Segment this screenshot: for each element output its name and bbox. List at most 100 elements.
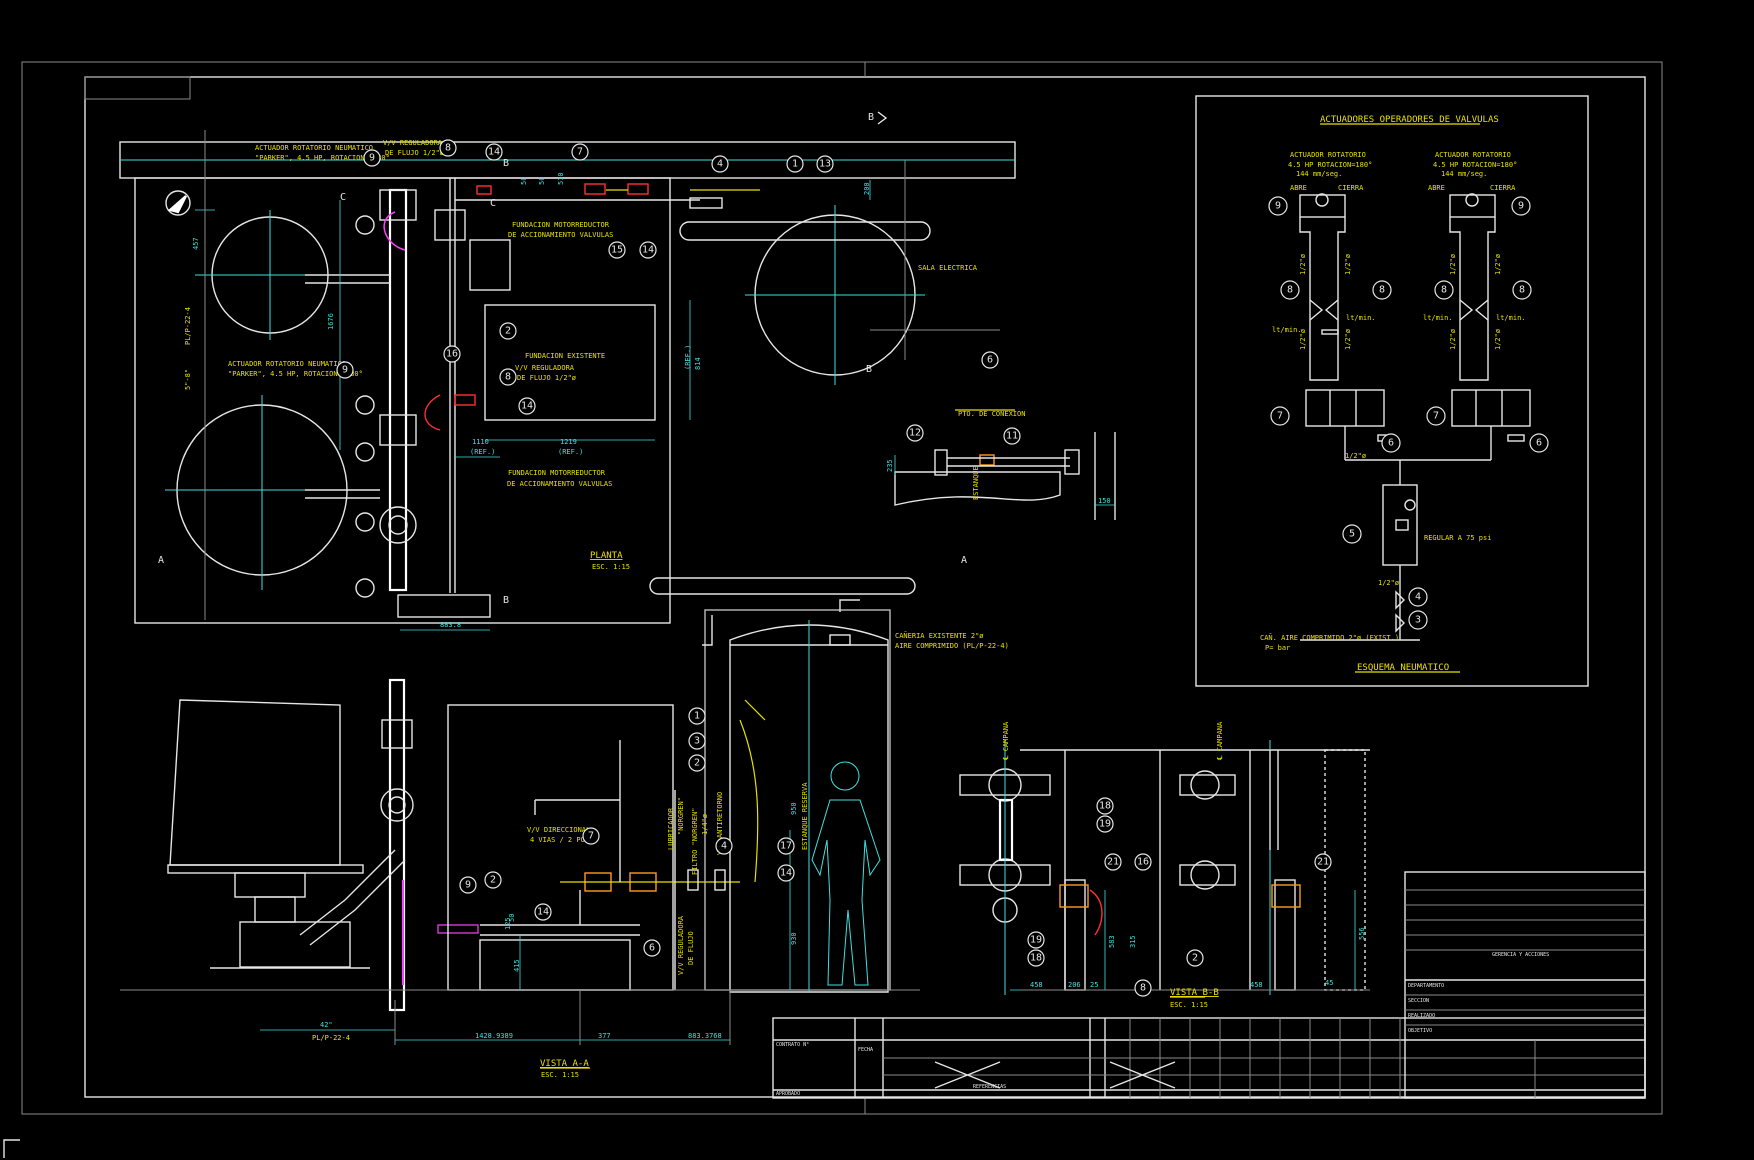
svg-text:3: 3 [1415,615,1421,626]
svg-text:9: 9 [465,880,471,891]
svg-text:14: 14 [488,147,500,158]
aa-dim-415: 415 [513,959,521,972]
filtro-1: FILTRO "NORGREN" [691,808,699,875]
flow-r1: lt/min. [1423,314,1453,322]
aa-dim-930: 930 [790,932,798,945]
vv-reg-top-2: DE FLUJO 1/2"ø [385,149,445,157]
dim-50a: 50 [520,177,528,185]
actuator-label-mid-2: "PARKER", 4.5 HP, ROTACION= 180° [228,370,363,378]
pipe-supply: 1/2"ø [1378,579,1400,587]
svg-text:6: 6 [987,355,993,366]
right-act-3: 144 mm/seg. [1441,170,1487,178]
balloon-aa-1: 1 [688,707,706,725]
right-cierra: CIERRA [1490,184,1516,192]
svg-text:8: 8 [1519,285,1525,296]
actuator-label-top-1: ACTUADOR ROTATORIO NEUMATICO [255,144,373,152]
balloon-16: 16 [443,345,461,363]
svg-text:8: 8 [505,372,511,383]
plan-view-labels: ACTUADOR ROTATORIO NEUMATICO "PARKER", 4… [184,139,978,629]
balloon-1: 1 [786,155,804,173]
svg-text:9: 9 [1275,201,1281,212]
svg-text:8: 8 [445,143,451,154]
title-block-labels: CONTRATO N° FECHA APROBADO REFERENCIAS G… [776,952,1549,1097]
balloon-p-6l: 6 [1381,433,1401,453]
campana-2: ℄ CAMPANA [1216,721,1224,761]
item-balloons: 8 14 7 4 1 13 9 15 14 2 6 16 8 14 9 12 1… [336,139,1549,997]
dim-510: 510 [557,172,565,185]
aa-dim-42: 42" [320,1021,333,1029]
dim-814-ref: (REF.) [684,345,692,370]
conn-estanque: ESTANQUE [972,466,980,500]
svg-text:B: B [503,158,509,169]
aa-dim-50: 50 [508,914,516,922]
tb-gerencia: GERENCIA Y ACCIONES [1492,952,1549,958]
flow-l2: lt/min. [1346,314,1376,322]
supply-1: CAÑ. AIRE COMPRIMIDO 2"ø (EXIST.) [1260,633,1399,642]
svg-text:2: 2 [505,326,511,337]
pipe-common: 1/2"ø [1345,452,1367,460]
connection-detail: PTO. DE CONEXION ESTANQUE 150 235 [886,409,1116,520]
balloon-p-7l: 7 [1270,406,1290,426]
dim-50b: 50 [538,177,546,185]
lubricador-2: "NORGREN" [677,797,685,835]
dim-1110: 1110 [472,438,489,446]
tb-rev-1: DEPARTAMENTO [1408,983,1444,989]
balloon-14: 14 [485,143,503,161]
dim-883: 883.8 [440,621,461,629]
svg-text:C: C [490,198,496,209]
left-act-3: 144 mm/seg. [1296,170,1342,178]
svg-text:14: 14 [780,868,792,879]
bb-dim-458a: 458 [1030,981,1043,989]
svg-text:17: 17 [780,841,792,852]
balloon-bb-19: 19 [1096,815,1114,833]
pipe-r1: 1/2"ø [1449,253,1457,275]
balloon-p-8d: 8 [1512,280,1532,300]
right-abre: ABRE [1428,184,1445,192]
caneria-2: AIRE COMPRIMIDO (PL/P-22-4) [895,642,1009,650]
balloon-12: 12 [906,424,924,442]
dim-1219: 1219 [560,438,577,446]
balloon-aa-7: 7 [582,827,600,845]
svg-text:2: 2 [490,875,496,886]
svg-text:13: 13 [819,159,831,170]
pipe-l4: 1/2"ø [1344,328,1352,350]
balloon-p-6r: 6 [1529,433,1549,453]
balloon-p-8b: 8 [1372,280,1392,300]
balloon-6: 6 [981,351,999,369]
balloon-bb-21: 21 [1104,853,1122,871]
balloon-14b: 14 [639,241,657,259]
aa-title: VISTA A-A [540,1059,589,1069]
balloon-aa-9: 9 [459,876,477,894]
aa-dim-1428: 1428.9389 [475,1032,513,1040]
bb-dim-25: 25 [1090,981,1098,989]
aa-scale: ESC. 1:15 [541,1071,579,1079]
balloon-p-9r: 9 [1511,196,1531,216]
balloon-p-8c: 8 [1434,280,1454,300]
svg-text:B: B [868,112,874,123]
balloon-7: 7 [571,143,589,161]
svg-text:12: 12 [909,428,921,439]
actuator-label-top-2: "PARKER", 4.5 HP, ROTACION= 180° [255,154,390,162]
svg-text:21: 21 [1317,857,1329,868]
balloon-bb-19b: 19 [1027,931,1045,949]
svg-text:8: 8 [1379,285,1385,296]
ref-left: PL/P-22-4 [184,307,192,345]
svg-text:8: 8 [1287,285,1293,296]
aa-dim-950: 950 [790,802,798,815]
sheet-frames [3,61,1663,1158]
svg-text:16: 16 [1137,857,1149,868]
caneria-1: CAÑERIA EXISTENTE 2"ø [895,631,984,640]
balloon-8b: 8 [499,368,517,386]
balloon-14c: 14 [518,397,536,415]
pipe-l2: 1/2"ø [1344,253,1352,275]
right-act-1: ACTUADOR ROTATORIO [1435,151,1511,159]
svg-text:B: B [866,364,872,375]
bb-dim-45: 45 [1325,979,1333,987]
pipe-r2: 1/2"ø [1494,253,1502,275]
plan-view: B B B B C C A A [119,111,1016,631]
svg-text:2: 2 [694,758,700,769]
regular-75: REGULAR A 75 psi [1424,534,1491,542]
svg-text:8: 8 [1441,285,1447,296]
svg-text:15: 15 [611,245,623,256]
